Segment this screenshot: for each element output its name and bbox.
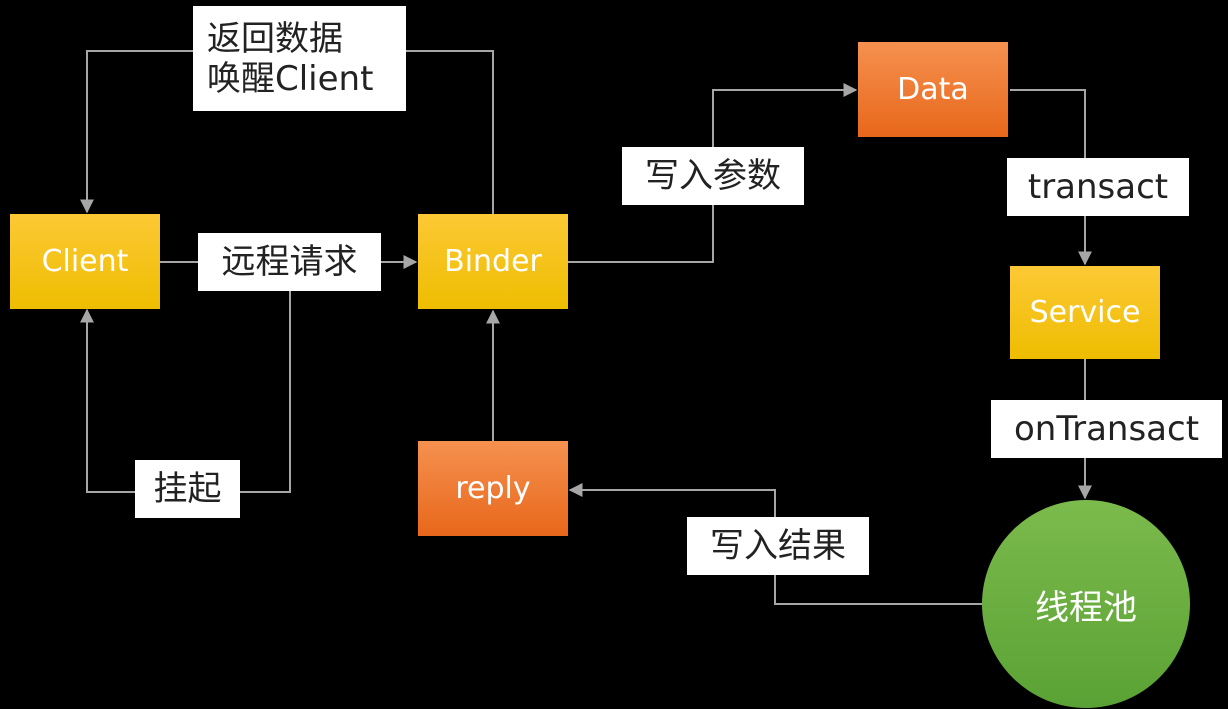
label-write-params: 写入参数 [622,147,804,205]
label-remote-request-text: 远程请求 [221,242,358,282]
label-return-line1: 返回数据 [207,18,343,59]
label-write-params-text: 写入参数 [645,156,781,196]
label-return-line2: 唤醒Client [207,58,374,99]
node-thread-pool: 线程池 [982,500,1190,708]
label-write-result: 写入结果 [687,517,869,575]
label-suspend: 挂起 [135,460,240,518]
label-write-result-text: 写入结果 [710,526,846,566]
node-data: Data [858,42,1008,137]
label-transact-text: transact [1027,167,1169,207]
label-on-transact-text: onTransact [1013,409,1200,449]
node-binder: Binder [418,214,568,309]
label-remote-request: 远程请求 [198,233,381,291]
node-thread-pool-label: 线程池 [1035,587,1137,628]
node-service: Service [1010,266,1160,359]
node-reply-label: reply [455,471,531,506]
label-suspend-text: 挂起 [153,469,222,509]
node-client-label: Client [41,244,129,279]
node-binder-label: Binder [444,244,542,279]
node-data-label: Data [897,72,969,107]
node-reply: reply [418,441,568,536]
label-return-data: 返回数据 唤醒Client [193,6,406,111]
node-service-label: Service [1029,295,1141,330]
label-transact: transact [1007,158,1189,216]
node-client: Client [10,214,160,309]
label-on-transact: onTransact [991,400,1222,458]
